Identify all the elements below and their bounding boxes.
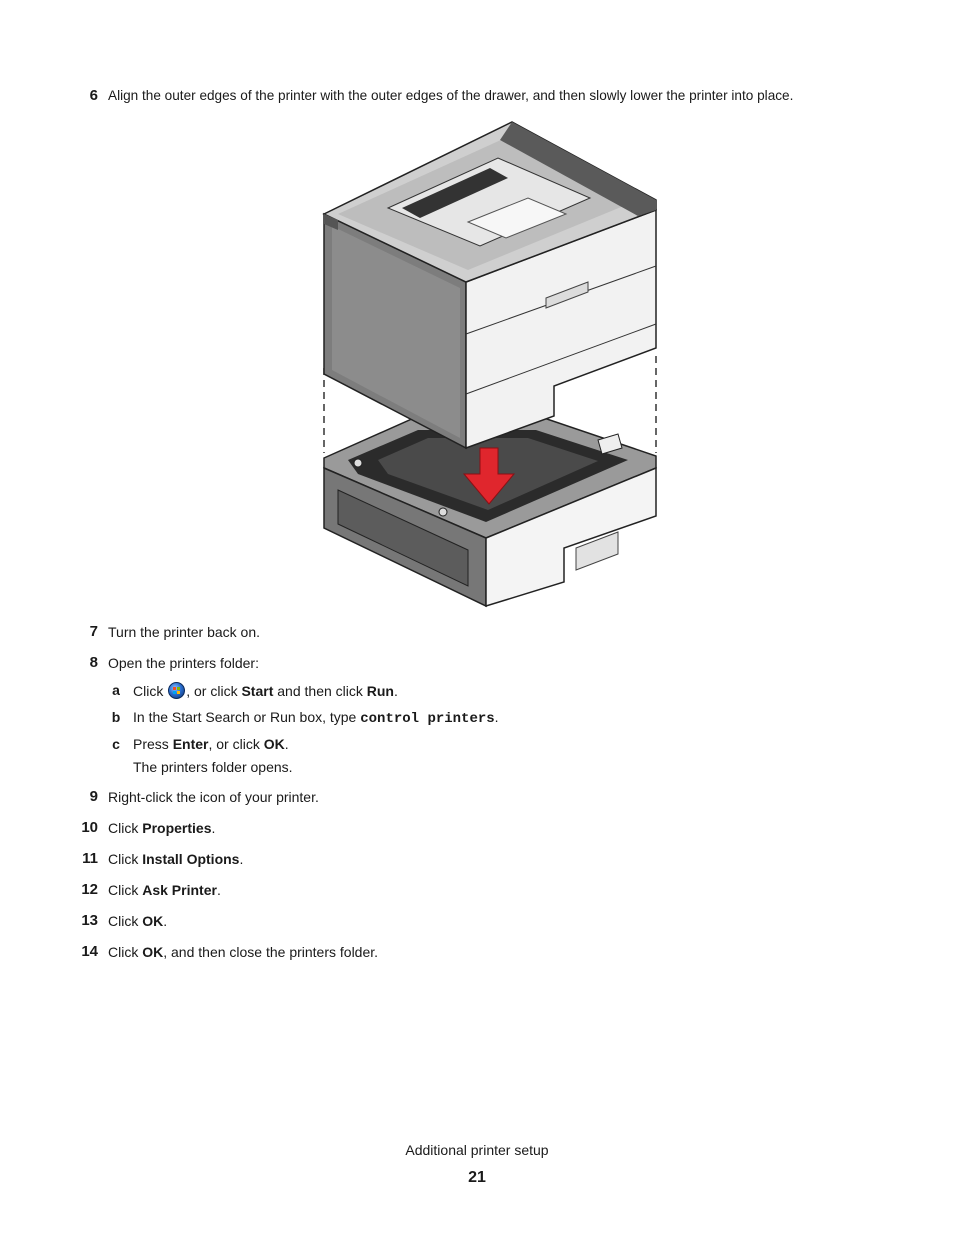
text-fragment: Click xyxy=(108,944,143,960)
step-text: Click Properties. xyxy=(108,820,215,836)
ui-term: Properties xyxy=(142,820,212,836)
substep-letter: a xyxy=(112,682,120,698)
step-number: 14 xyxy=(81,943,98,960)
text-fragment: . xyxy=(239,851,244,867)
substep-text: Press Enter, or click OK. xyxy=(133,736,289,752)
step-text: Align the outer edges of the printer wit… xyxy=(108,88,794,103)
substep-text: In the Start Search or Run box, type con… xyxy=(133,709,499,727)
step-text: Right-click the icon of your printer. xyxy=(108,789,319,805)
step-number: 8 xyxy=(89,654,98,671)
text-fragment: Click xyxy=(108,851,143,867)
text-fragment: . xyxy=(216,882,221,898)
step-text: Open the printers folder: xyxy=(108,655,259,671)
text-fragment: Click xyxy=(133,683,168,699)
text-fragment: , or click xyxy=(208,736,264,752)
substep-letter: c xyxy=(112,736,120,752)
text-fragment: . xyxy=(393,683,398,699)
text-fragment: . xyxy=(494,709,499,725)
step-number: 9 xyxy=(89,788,98,805)
step-number: 13 xyxy=(81,912,98,929)
step-number: 6 xyxy=(89,87,98,104)
ui-term: OK xyxy=(263,736,285,752)
command-code: control printers xyxy=(360,711,495,727)
text-fragment: Click xyxy=(108,882,143,898)
ui-term: Enter xyxy=(172,736,209,752)
printer-drawer-illustration xyxy=(322,121,657,608)
windows-start-orb-icon xyxy=(168,682,186,699)
footer-section-title: Additional printer setup xyxy=(405,1142,549,1158)
page-number: 21 xyxy=(468,1169,486,1186)
ui-term: Ask Printer xyxy=(142,882,217,898)
substep-result: The printers folder opens. xyxy=(133,759,293,775)
text-fragment: , or click xyxy=(186,683,242,699)
text-fragment: Click xyxy=(108,820,143,836)
step-number: 11 xyxy=(82,850,98,867)
step-text: Click OK, and then close the printers fo… xyxy=(108,944,378,960)
text-fragment: and then click xyxy=(273,683,367,699)
ui-term: Start xyxy=(241,683,274,699)
step-number: 12 xyxy=(81,881,98,898)
substep-text: Click , or click Start and then click Ru… xyxy=(133,682,398,699)
text-fragment: . xyxy=(211,820,216,836)
ui-term: OK xyxy=(142,944,164,960)
text-fragment: . xyxy=(163,913,168,929)
text-fragment: In the Start Search or Run box, type xyxy=(133,709,361,725)
text-fragment: . xyxy=(284,736,289,752)
step-number: 7 xyxy=(89,623,98,640)
step-number: 10 xyxy=(81,819,98,836)
substep-letter: b xyxy=(111,709,121,725)
step-text: Click Ask Printer. xyxy=(108,882,221,898)
step-text: Click Install Options. xyxy=(108,851,243,867)
ui-term: Install Options xyxy=(142,851,240,867)
step-text: Turn the printer back on. xyxy=(108,624,261,640)
text-fragment: , and then close the printers folder. xyxy=(163,944,379,960)
ui-term: Run xyxy=(366,683,394,699)
text-fragment: Press xyxy=(133,736,173,752)
ui-term: OK xyxy=(142,913,164,929)
text-fragment: Click xyxy=(108,913,143,929)
step-text: Click OK. xyxy=(108,913,167,929)
